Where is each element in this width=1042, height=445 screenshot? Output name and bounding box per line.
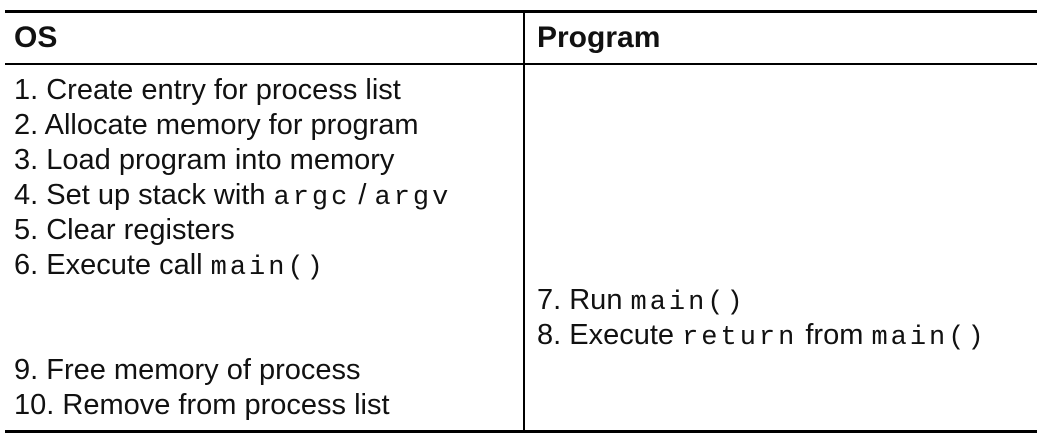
row-text: 10. Remove from process list — [14, 389, 390, 421]
table-header-row: OS Program — [5, 13, 1037, 65]
row-text: / — [350, 179, 375, 211]
table-row-empty — [537, 73, 1037, 108]
code-text: main() — [210, 253, 326, 283]
table-row-empty — [537, 213, 1037, 248]
row-text: 7. Run — [537, 284, 631, 316]
table-row: 7. Run main() — [537, 283, 1037, 318]
table-row: 6. Execute call main() — [14, 248, 523, 283]
table-row: 3. Load program into memory — [14, 143, 523, 178]
os-program-table: OS Program 1. Create entry for process l… — [5, 10, 1037, 433]
table-row: 8. Execute return from main() — [537, 318, 1037, 353]
row-text: 2. Allocate memory for program — [14, 109, 419, 141]
table-row: 1. Create entry for process list — [14, 73, 523, 108]
table-row: 9. Free memory of process — [14, 353, 523, 388]
table-row-empty — [537, 143, 1037, 178]
row-text: from — [797, 319, 872, 351]
header-cell-program: Program — [523, 13, 1037, 63]
row-text: 5. Clear registers — [14, 214, 235, 246]
row-text: 1. Create entry for process list — [14, 74, 401, 106]
program-column: 7. Run main()8. Execute return from main… — [523, 65, 1037, 430]
code-text: argv — [374, 183, 452, 213]
table-row-empty — [537, 108, 1037, 143]
table-row-empty — [14, 318, 523, 353]
row-text: 9. Free memory of process — [14, 354, 361, 386]
table-row-empty — [537, 178, 1037, 213]
table-row-empty — [14, 283, 523, 318]
table-row-empty — [537, 353, 1037, 388]
table-row: 4. Set up stack with argc / argv — [14, 178, 523, 213]
code-text: return — [682, 323, 798, 353]
row-text: 4. Set up stack with — [14, 179, 274, 211]
table-row: 10. Remove from process list — [14, 388, 523, 423]
code-text: main() — [630, 288, 746, 318]
table-row-empty — [537, 388, 1037, 423]
code-text: main() — [871, 323, 987, 353]
row-text: 3. Load program into memory — [14, 144, 395, 176]
table-row: 2. Allocate memory for program — [14, 108, 523, 143]
row-text: 6. Execute call — [14, 249, 211, 281]
table-row: 5. Clear registers — [14, 213, 523, 248]
header-cell-os: OS — [14, 21, 58, 54]
table-row-empty — [537, 248, 1037, 283]
code-text: argc — [273, 183, 351, 213]
row-text: 8. Execute — [537, 319, 683, 351]
